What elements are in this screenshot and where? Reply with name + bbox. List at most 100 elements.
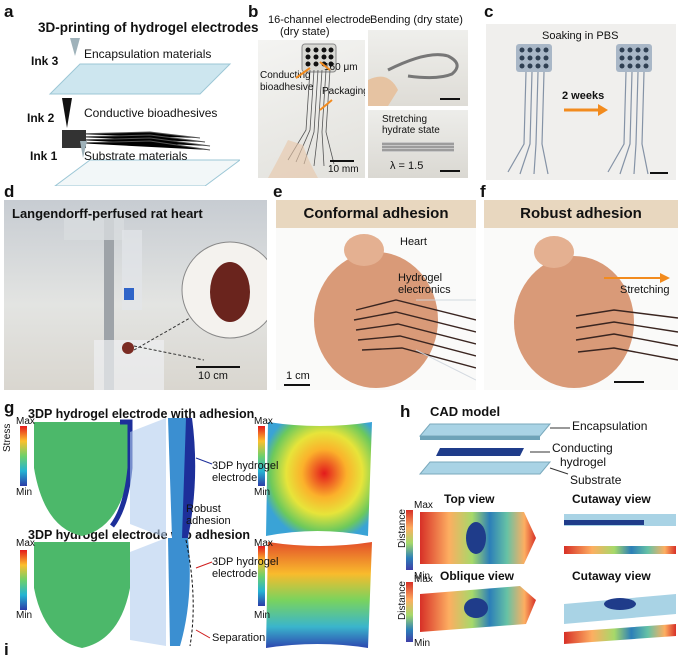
heart-label: Heart [400,236,427,248]
electrode-label-1a: 3DP hydrogel [212,460,279,472]
panel-label-d: d [4,182,15,201]
min-label: Min [254,487,271,498]
soaking-photo: Soaking in PBS 2 weeks [486,24,676,180]
printing-layers-illustration [45,38,240,186]
stretching-label: Stretching [620,284,670,296]
max-label: Max [414,574,433,585]
conducting-label: Conducting [552,441,613,455]
nozzle-3-icon [70,38,80,56]
langendorff-title: Langendorff-perfused rat heart [12,206,203,221]
hydrogel-traces [353,299,476,369]
cad-model-illustration [406,423,676,644]
hydrogel-label: hydrogel [560,455,607,469]
conductive-traces [74,131,211,151]
encapsulation-layer [48,63,232,95]
electrode-after-icon [607,44,652,175]
robust-adhesion-photo: Robust adhesion Stretching [484,200,678,390]
bending-photo [368,30,468,106]
conductive-label: Conductive bioadhesives [84,106,218,120]
heart-closeup [210,262,250,322]
electrode-before-icon [507,44,552,175]
cad-model-title: CAD model [430,404,501,419]
separation-label: Separation [212,632,266,644]
hydrogel-label-2: electronics [398,284,451,296]
perfused-heart-photo: Langendorff-perfused rat heart 10 cm [4,200,267,390]
scale-10mm-label: 10 mm [328,164,359,175]
robust-label: Robust [186,503,221,515]
panel-label-f: f [480,182,486,201]
packaging-label: Packaging [322,86,365,97]
panel-b-arrows [295,61,333,111]
scale-bar [196,366,240,368]
panel-label-c: c [484,2,494,21]
scale-bar [650,172,668,174]
ink2-label: Ink 2 [27,111,55,125]
conducting-hydrogel-layer [436,448,524,456]
panel-label-a: a [4,2,14,21]
cutaway-view-title-2: Cutaway view [572,569,651,583]
max-label: Max [254,416,273,427]
panel-b-title-1: 16-channel electrode [268,14,371,26]
two-weeks-label: 2 weeks [562,90,605,102]
nozzle-2-icon [62,98,72,128]
panel-b-title-2: Bending (dry state) [370,14,463,26]
stress-map-2 [266,542,372,648]
hydrogel-label-1: Hydrogel [398,272,443,284]
min-label: Min [414,638,431,649]
stress-map-1 [266,422,372,536]
encapsulation-label: Encapsulation materials [84,47,212,61]
arrow-icon [295,67,311,79]
arrow-icon [319,99,333,111]
substrate-label: Substrate [570,473,622,487]
conformal-adhesion-photo: Conformal adhesion Heart Hydrogel electr… [276,200,476,390]
distance-axis-label: Distance [397,581,408,620]
panel-label-i: i [4,640,9,659]
scale-bar [440,98,460,100]
top-view-title: Top view [444,492,495,506]
panel-label-b: b [248,2,259,21]
encapsulation-layer [418,423,552,437]
panel-label-e: e [273,182,283,201]
max-label: Max [414,500,433,511]
scale-bar [330,160,354,162]
scale-10cm-label: 10 cm [198,370,228,382]
stress-axis-label: Stress [2,423,13,452]
max-label: Max [16,416,35,427]
heart-model-1 [34,422,130,536]
heart-shape [314,252,438,388]
scale-bar [440,170,460,172]
electrode-label-2b: electrode [212,568,258,580]
cutaway-view-title-1: Cutaway view [572,492,651,506]
soaking-title: Soaking in PBS [542,30,619,42]
substrate-label: Substrate materials [84,149,188,163]
min-label: Min [254,610,271,621]
nozzle-1-icon [80,141,87,158]
bioadhesive-label: bioadhesive [260,82,314,93]
substrate-layer [418,461,552,475]
scale-bar [284,384,310,386]
substrate-layer [54,159,240,186]
min-label: Min [16,610,33,621]
encapsulation-label: Encapsulation [572,419,648,433]
stress-colorbar [20,426,27,486]
min-label: Min [16,487,33,498]
conformal-banner: Conformal adhesion [276,200,476,228]
distance-axis-label: Distance [397,509,408,548]
robust-banner: Robust adhesion [484,200,678,228]
min-label: Min [414,571,431,582]
ink3-label: Ink 3 [31,54,59,68]
electrode-label-1b: electrode [212,472,258,484]
max-label: Max [254,538,273,549]
scale-1cm-label: 1 cm [286,370,310,382]
panel-label-h: h [400,402,411,421]
electrode-label-2a: 3DP hydrogel [212,556,279,568]
panel-label-g: g [4,398,15,417]
panel-b-title-1b: (dry state) [280,26,330,38]
stretching-label: Stretching [382,114,428,125]
stress-simulation [20,418,372,648]
stretching-photo: Stretching hydrate state λ = 1.5 [368,110,468,178]
lambda-label: λ = 1.5 [390,160,424,172]
ink1-label: Ink 1 [30,149,58,163]
conducting-label: Conducting [260,70,311,81]
panel-a-title: 3D-printing of hydrogel electrodes [38,20,259,35]
